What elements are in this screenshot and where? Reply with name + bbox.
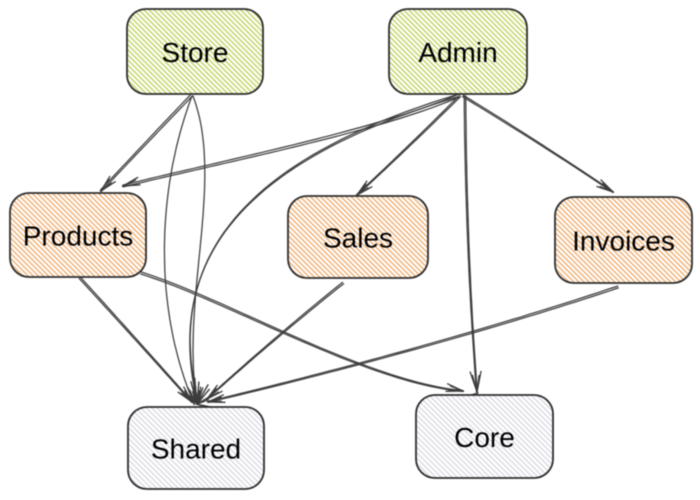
svg-text:Shared: Shared xyxy=(151,434,241,465)
svg-text:Invoices: Invoices xyxy=(572,226,675,257)
svg-text:Products: Products xyxy=(23,221,134,252)
svg-text:Admin: Admin xyxy=(418,37,497,68)
svg-text:Sales: Sales xyxy=(323,223,393,254)
svg-text:Core: Core xyxy=(454,422,515,453)
svg-text:Store: Store xyxy=(162,37,229,68)
